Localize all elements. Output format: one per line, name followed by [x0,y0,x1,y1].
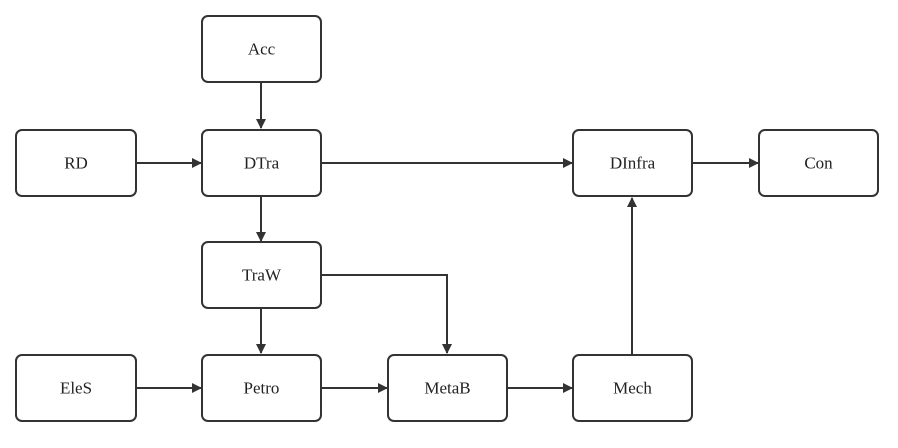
edge-traw-to-metab [321,274,452,354]
node-traw-label: TraW [242,266,282,285]
node-dtra-label: DTra [244,154,280,173]
node-rd: RD [15,129,137,197]
node-rd-label: RD [64,154,88,173]
node-eles-label: EleS [60,379,92,398]
node-dinfra-label: DInfra [610,154,656,173]
edges [136,82,759,393]
node-metab: MetaB [387,354,508,422]
nodes: Acc RD DTra DInfra Con TraW EleS Petro [15,15,879,422]
node-metab-label: MetaB [424,379,470,398]
node-acc-label: Acc [248,40,276,59]
node-con: Con [758,129,879,197]
node-traw: TraW [201,241,322,309]
node-mech: Mech [572,354,693,422]
node-petro-label: Petro [244,379,280,398]
node-acc: Acc [201,15,322,83]
node-eles: EleS [15,354,137,422]
node-con-label: Con [804,154,833,173]
node-dtra: DTra [201,129,322,197]
node-dinfra: DInfra [572,129,693,197]
node-petro: Petro [201,354,322,422]
node-mech-label: Mech [613,379,652,398]
